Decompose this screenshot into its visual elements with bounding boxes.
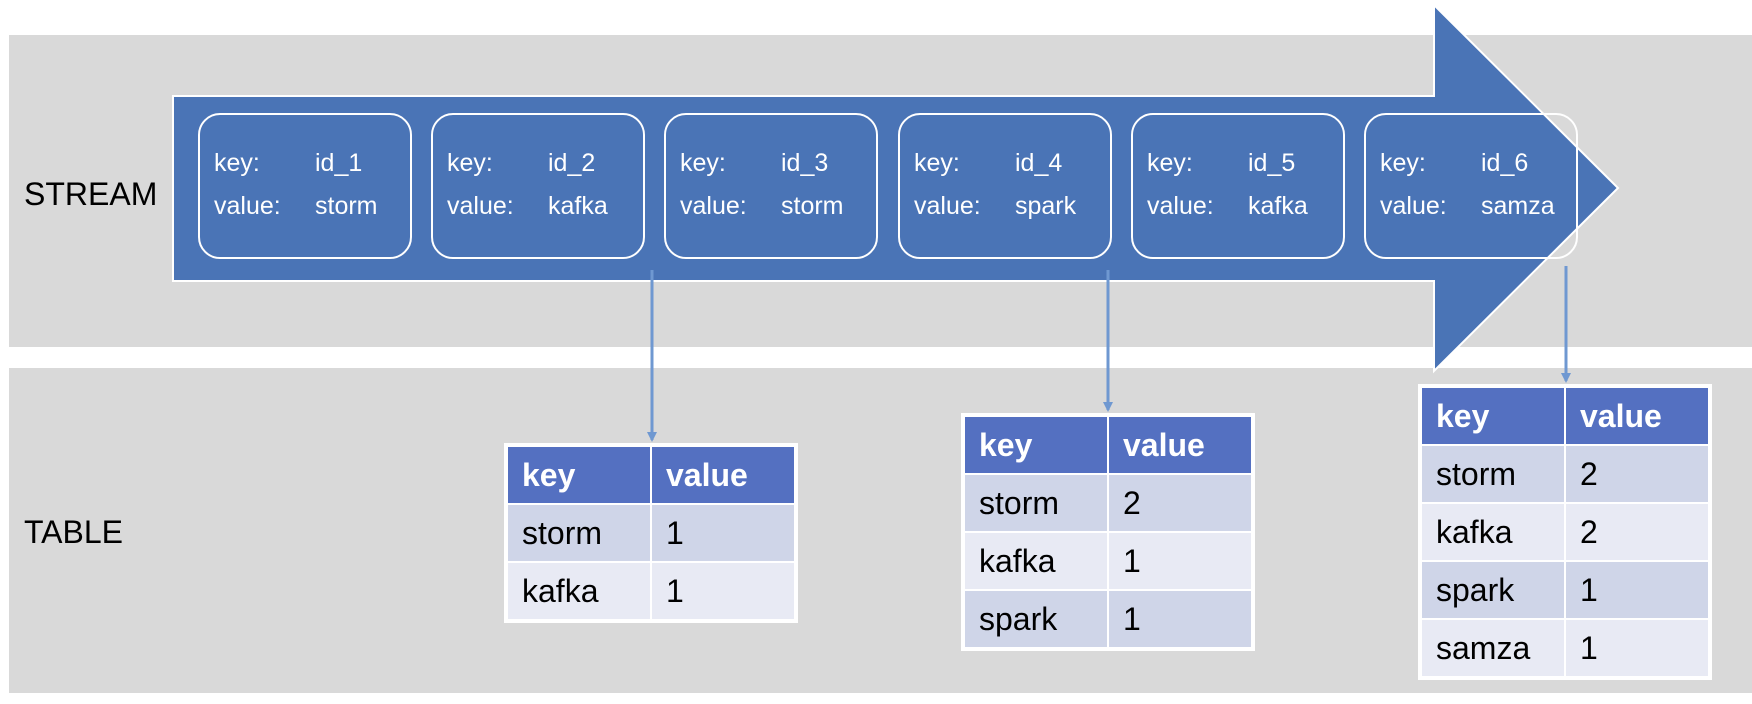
record-value: spark — [1015, 192, 1077, 220]
table-label: TABLE — [24, 514, 123, 550]
stream-label: STREAM — [24, 176, 158, 212]
stream-record-4: key: id_4 value: spark — [898, 113, 1112, 259]
header-value: value — [1107, 415, 1253, 475]
cell-key: spark — [963, 589, 1109, 649]
record-key-label: key: — [214, 149, 260, 177]
record-value-label: value: — [1380, 192, 1447, 220]
record-value-label: value: — [1147, 192, 1214, 220]
table-header-row: key value — [963, 415, 1253, 475]
cell-value: 1 — [650, 561, 796, 621]
record-key: id_1 — [315, 149, 363, 177]
cell-value: 1 — [1107, 589, 1253, 649]
cell-value: 2 — [1564, 444, 1710, 504]
table-row: spark 1 — [1420, 560, 1710, 620]
header-key: key — [506, 445, 652, 505]
record-value: kafka — [548, 192, 608, 220]
cell-value: 2 — [1564, 502, 1710, 562]
record-key-label: key: — [1380, 149, 1426, 177]
stream-record-6: key: id_6 value: samza — [1364, 113, 1578, 259]
table-row: spark 1 — [963, 589, 1253, 649]
record-key-label: key: — [914, 149, 960, 177]
table-row: kafka 2 — [1420, 502, 1710, 562]
record-value-label: value: — [447, 192, 514, 220]
cell-value: 1 — [650, 503, 796, 563]
cell-value: 2 — [1107, 473, 1253, 533]
record-key: id_6 — [1481, 149, 1529, 177]
stream-record-2: key: id_2 value: kafka — [431, 113, 645, 259]
stream-record-3: key: id_3 value: storm — [664, 113, 878, 259]
record-key: id_4 — [1015, 149, 1063, 177]
state-table-2: key value storm 2 kafka 1 spark 1 — [963, 415, 1253, 649]
table-header-row: key value — [1420, 386, 1710, 446]
stream-record-1: key: id_1 value: storm — [198, 113, 412, 259]
cell-value: 1 — [1564, 618, 1710, 678]
record-value-label: value: — [914, 192, 981, 220]
cell-key: kafka — [1420, 502, 1566, 562]
state-table-1: key value storm 1 kafka 1 — [506, 445, 796, 621]
record-key: id_3 — [781, 149, 829, 177]
header-key: key — [963, 415, 1109, 475]
cell-key: samza — [1420, 618, 1566, 678]
record-value: samza — [1481, 192, 1555, 220]
record-key: id_2 — [548, 149, 596, 177]
record-value: storm — [781, 192, 844, 220]
record-value: kafka — [1248, 192, 1308, 220]
stream-arrow — [172, 2, 1620, 374]
table-row: storm 2 — [1420, 444, 1710, 504]
table-row: kafka 1 — [506, 561, 796, 621]
record-value: storm — [315, 192, 378, 220]
state-table-3: key value storm 2 kafka 2 spark 1 samza … — [1420, 386, 1710, 678]
record-key: id_5 — [1248, 149, 1296, 177]
record-key-label: key: — [447, 149, 493, 177]
header-value: value — [650, 445, 796, 505]
record-key-label: key: — [680, 149, 726, 177]
table-row: kafka 1 — [963, 531, 1253, 591]
cell-key: kafka — [506, 561, 652, 621]
cell-key: kafka — [963, 531, 1109, 591]
table-header-row: key value — [506, 445, 796, 505]
record-key-label: key: — [1147, 149, 1193, 177]
cell-key: storm — [963, 473, 1109, 533]
cell-key: spark — [1420, 560, 1566, 620]
cell-value: 1 — [1564, 560, 1710, 620]
record-value-label: value: — [214, 192, 281, 220]
cell-key: storm — [506, 503, 652, 563]
stream-record-5: key: id_5 value: kafka — [1131, 113, 1345, 259]
header-key: key — [1420, 386, 1566, 446]
table-row: samza 1 — [1420, 618, 1710, 678]
cell-value: 1 — [1107, 531, 1253, 591]
table-row: storm 2 — [963, 473, 1253, 533]
header-value: value — [1564, 386, 1710, 446]
table-row: storm 1 — [506, 503, 796, 563]
record-value-label: value: — [680, 192, 747, 220]
cell-key: storm — [1420, 444, 1566, 504]
